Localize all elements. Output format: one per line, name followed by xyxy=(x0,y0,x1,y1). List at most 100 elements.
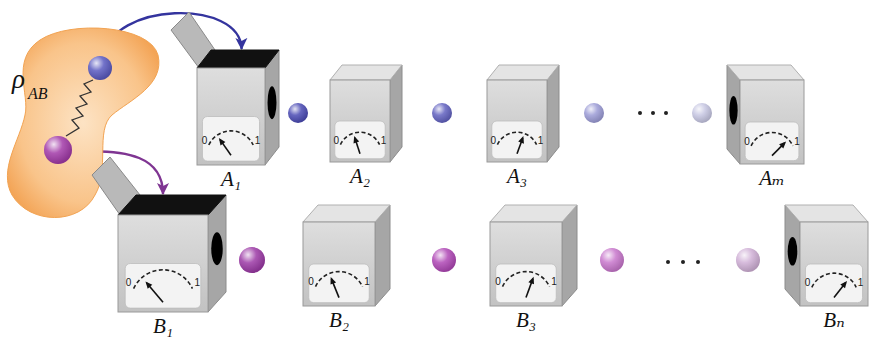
dial-scale xyxy=(209,131,253,145)
top-face xyxy=(727,65,804,80)
front-face xyxy=(490,222,562,306)
side-face xyxy=(390,65,402,162)
dial-zero: 0 xyxy=(491,136,497,146)
output-port xyxy=(268,86,277,119)
dial-panel xyxy=(745,122,799,161)
dial-one: 1 xyxy=(381,136,387,146)
dial-one: 1 xyxy=(538,136,544,146)
side-face xyxy=(265,50,279,165)
ellipsis-dot xyxy=(664,111,668,115)
ellipsis-dot xyxy=(666,260,670,264)
top-face xyxy=(303,205,390,222)
particle xyxy=(736,248,760,272)
detector-label: A₂ xyxy=(350,166,370,187)
measurement-device: 01A₂ xyxy=(330,61,404,192)
measurement-device: 0 1B₃ xyxy=(490,201,579,336)
front-face xyxy=(330,80,390,162)
entanglement-spring xyxy=(66,80,93,136)
dial-zero: 0 xyxy=(202,136,208,146)
front-face xyxy=(118,215,208,312)
state-symbol: ρ xyxy=(12,66,25,93)
particle xyxy=(432,248,456,272)
needle-head xyxy=(528,277,534,285)
dial-panel xyxy=(492,121,542,159)
particle xyxy=(432,103,452,123)
measurement-device: 0 1A₃ xyxy=(487,61,561,192)
dial-zero: 0 xyxy=(744,137,750,147)
front-face xyxy=(487,80,547,162)
front-face xyxy=(197,68,265,165)
ellipsis-dot xyxy=(681,260,685,264)
state-subscript: AB xyxy=(28,86,48,102)
dial-scale xyxy=(340,132,379,145)
particle-shine xyxy=(432,248,456,272)
side-face xyxy=(547,65,559,162)
dial-one: 1 xyxy=(858,278,864,288)
measurement-device: 01B₁ xyxy=(118,155,228,342)
state-group xyxy=(7,28,159,218)
detector-label: B₂ xyxy=(329,310,349,331)
particle-shine xyxy=(239,247,265,273)
dial-scale xyxy=(316,272,363,287)
output-port xyxy=(729,96,737,125)
measurement-device: 0 1Bₙ xyxy=(785,201,870,336)
ellipsis-dot xyxy=(651,111,655,115)
particle xyxy=(239,247,265,273)
top-face xyxy=(490,205,577,222)
dial-zero: 0 xyxy=(308,277,314,287)
dial-panel xyxy=(125,264,201,309)
top-face xyxy=(118,195,226,215)
detector-label: B₃ xyxy=(516,310,536,331)
particle-shine xyxy=(288,103,308,123)
needle-head xyxy=(354,136,360,144)
ellipsis-dot xyxy=(696,260,700,264)
output-port xyxy=(788,237,798,266)
side-face xyxy=(727,65,740,164)
detector-box xyxy=(197,10,281,195)
particle xyxy=(584,103,604,123)
particle xyxy=(600,248,624,272)
dial-one: 1 xyxy=(551,277,557,287)
detector-label: A₁ xyxy=(221,169,241,190)
top-face xyxy=(785,205,868,222)
dial-panel xyxy=(309,264,369,303)
dial-zero: 0 xyxy=(126,278,132,288)
particle xyxy=(692,103,712,123)
needle-head xyxy=(840,281,847,288)
needle-head xyxy=(779,142,786,149)
ellipsis-dot xyxy=(638,111,642,115)
measurement-device: 01Aₘ xyxy=(727,61,806,194)
particle xyxy=(288,103,308,123)
dial-one: 1 xyxy=(364,277,370,287)
needle-head xyxy=(146,281,153,288)
dial-panel xyxy=(805,264,862,303)
dial-panel xyxy=(202,117,259,162)
dial-zero: 0 xyxy=(495,277,501,287)
needle-head xyxy=(219,138,226,146)
particle-a xyxy=(88,56,112,80)
detector-label: B₁ xyxy=(153,316,173,337)
top-face xyxy=(487,65,559,80)
dial-one: 1 xyxy=(255,136,261,146)
needle-head xyxy=(518,136,524,144)
detector-label: A₃ xyxy=(507,166,527,187)
front-face xyxy=(303,222,375,306)
dial-scale xyxy=(503,272,550,287)
dial-scale xyxy=(812,273,856,287)
detector-box xyxy=(118,155,228,342)
particle-shine xyxy=(44,136,72,164)
detector-label: Bₙ xyxy=(823,310,844,331)
front-face xyxy=(740,80,804,164)
measurement-device: 0 1B₂ xyxy=(303,201,392,336)
detector-label: Aₘ xyxy=(759,168,785,189)
dial-zero: 0 xyxy=(805,278,811,288)
particle-shine xyxy=(692,103,712,123)
blob-outline xyxy=(7,28,159,218)
particle-shine xyxy=(432,103,452,123)
dial-scale xyxy=(751,133,793,146)
front-face xyxy=(800,222,868,306)
particle-shine xyxy=(600,248,624,272)
dial-scale xyxy=(497,132,536,145)
particle-shine xyxy=(584,103,604,123)
needle-head xyxy=(331,277,337,285)
